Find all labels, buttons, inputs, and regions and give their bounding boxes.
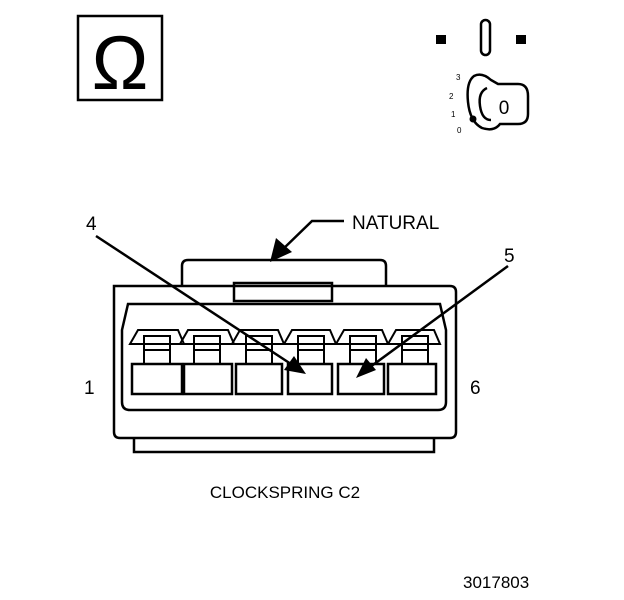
cavity-1 [128, 329, 186, 396]
cavity-3 [230, 329, 286, 396]
ignition-position-0: 0 [457, 126, 462, 135]
terminal-cavities [128, 329, 442, 396]
callout-4-arrow [95, 234, 306, 374]
cavity-2 [178, 329, 236, 396]
ohmmeter-icon: Ω [76, 14, 164, 106]
key-position-label: 0 [499, 98, 510, 119]
ohm-symbol: Ω [92, 21, 149, 106]
figure-number: 3017803 [463, 573, 529, 592]
color-label-leader [270, 219, 344, 262]
callout-5-label: 5 [504, 246, 515, 267]
connector-color-label: NATURAL [352, 213, 439, 234]
ignition-key-icon: 3 2 1 0 0 [436, 18, 530, 135]
callout-4-label: 4 [86, 214, 97, 235]
ignition-position-2: 2 [449, 92, 454, 101]
pin-6-label: 6 [470, 378, 481, 399]
connector-housing [112, 258, 458, 454]
pin-1-label: 1 [84, 378, 95, 399]
ignition-position-3: 3 [456, 73, 461, 82]
ignition-position-1: 1 [451, 110, 456, 119]
cavity-5 [334, 329, 390, 396]
cavity-6 [386, 329, 442, 396]
callout-5-arrow [356, 264, 509, 378]
connector-title: CLOCKSPRING C2 [210, 483, 360, 502]
cavity-4 [282, 329, 338, 396]
